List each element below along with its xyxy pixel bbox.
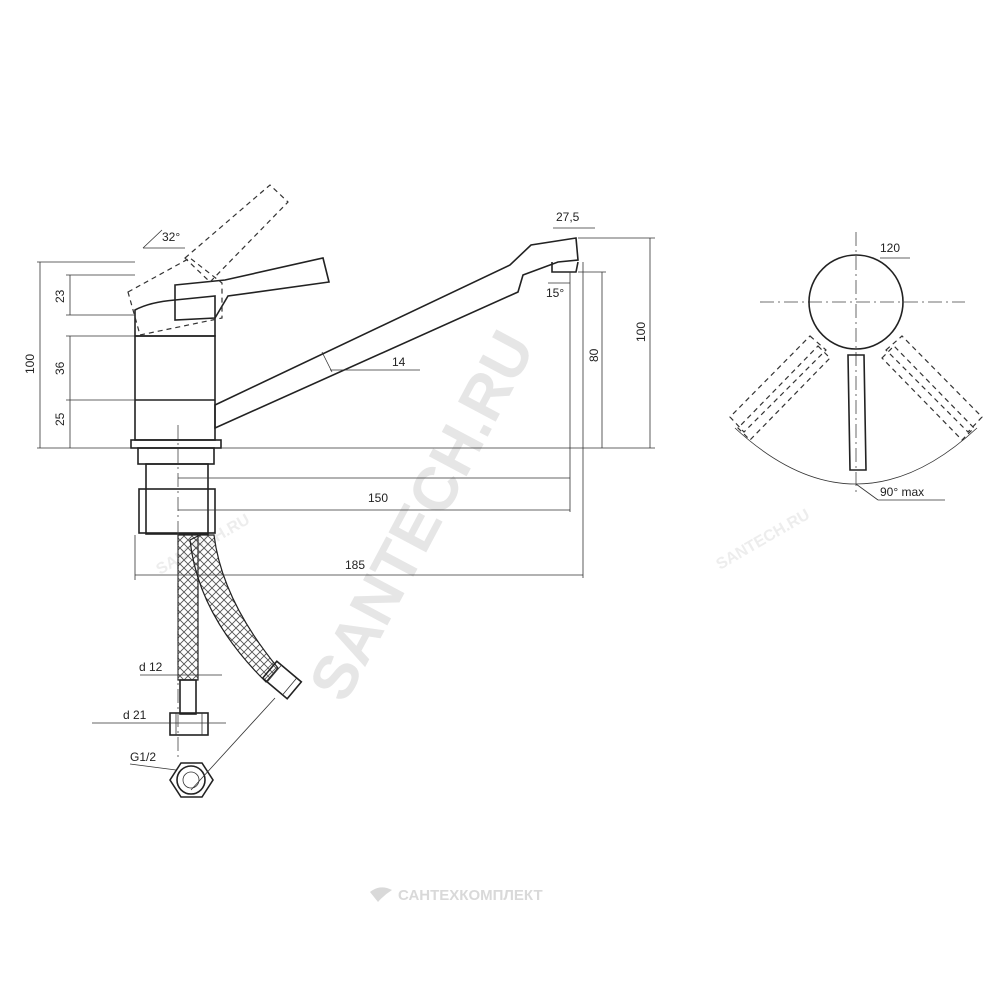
label-spout-tip: 27,5: [556, 210, 580, 224]
label-spout-thickness: 14: [392, 355, 406, 369]
top-view: 120 90° max: [729, 232, 983, 501]
brand-logo-icon: [370, 887, 392, 902]
spout: [214, 237, 579, 430]
label-nut-diameter: d 21: [123, 708, 147, 722]
lever-raised-dashed: [127, 184, 289, 336]
label-total-height-left: 100: [23, 354, 37, 374]
brand-footer: САНТЕХКОМПЛЕКТ: [370, 887, 543, 904]
label-outlet-height: 80: [587, 348, 601, 362]
label-lever-angle: 32°: [162, 230, 180, 244]
brand-name: САНТЕХКОМПЛЕКТ: [398, 887, 543, 904]
label-rotation: 90° max: [880, 485, 924, 499]
label-overall-length: 185: [345, 558, 365, 572]
dimension-labels: 32° 27,5 15° 23 36 25 100 14 80 100 150 …: [23, 210, 648, 764]
label-reach: 150: [368, 491, 388, 505]
label-top-view-diameter: 120: [880, 241, 900, 255]
label-handle-height: 23: [53, 289, 67, 303]
label-hose-diameter: d 12: [139, 660, 163, 674]
supply-hoses: [169, 534, 303, 798]
label-thread: G1/2: [130, 750, 156, 764]
label-spout-angle: 15°: [546, 286, 564, 300]
watermark-main: SANTECH.RU: [296, 320, 548, 711]
label-body-height: 36: [53, 361, 67, 375]
watermark-small-right: SANTECH.RU: [714, 506, 813, 573]
label-total-height-right: 100: [634, 322, 648, 342]
faucet-body: [130, 257, 330, 535]
label-base-height: 25: [53, 412, 67, 426]
dimension-lines: [37, 227, 655, 791]
